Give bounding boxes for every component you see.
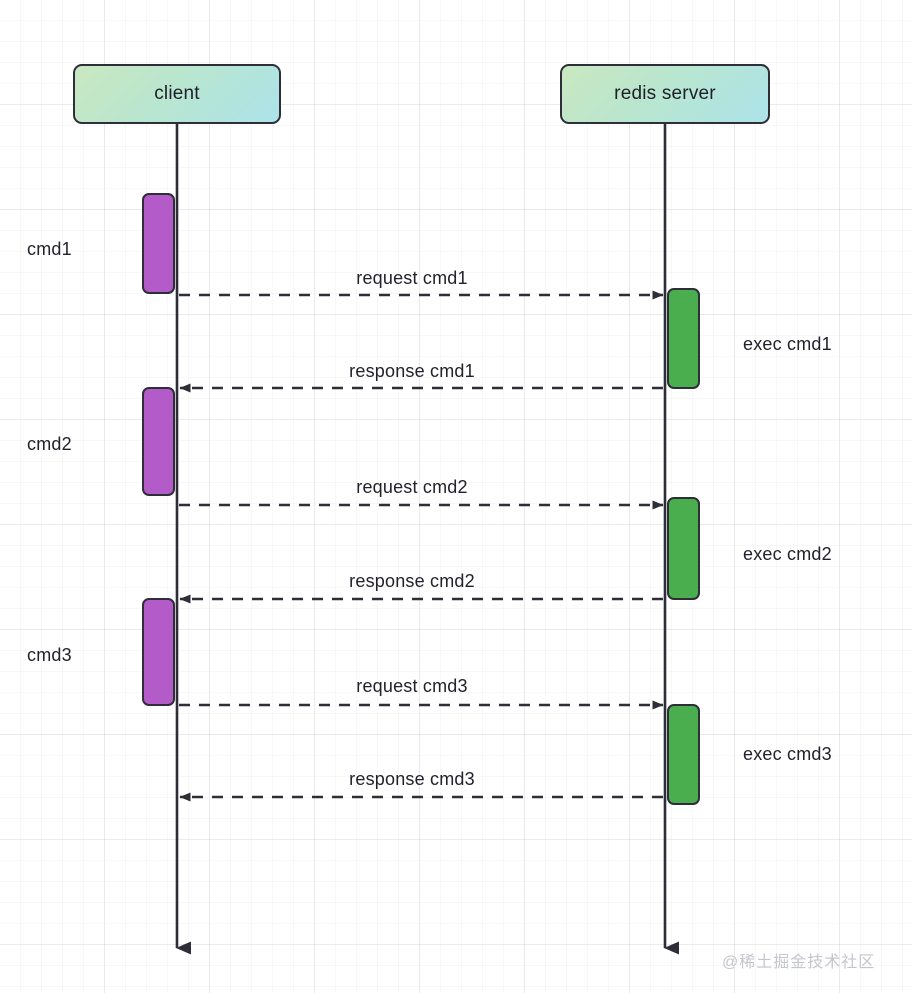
message-label-req1: request cmd1 (356, 268, 468, 288)
actor-label-server: redis server (614, 83, 716, 104)
side-label-cmd2: cmd2 (27, 434, 72, 454)
activation-bar-client-cmd1[interactable] (142, 193, 175, 294)
message-label-res3: response cmd3 (349, 769, 475, 789)
watermark: @稀土掘金技术社区 (722, 954, 876, 971)
activation-bar-client-cmd2[interactable] (142, 387, 175, 496)
activation-bar-client-cmd3[interactable] (142, 598, 175, 706)
message-label-req3: request cmd3 (356, 676, 468, 696)
side-label-exec-cmd3: exec cmd3 (743, 744, 832, 764)
side-label-cmd1: cmd1 (27, 239, 72, 259)
activation-bar-server-cmd2[interactable] (667, 497, 700, 600)
message-label-res2: response cmd2 (349, 571, 475, 591)
actor-box-client[interactable]: client (73, 64, 281, 124)
side-label-cmd3: cmd3 (27, 645, 72, 665)
actor-label-client: client (154, 83, 200, 104)
actor-box-server[interactable]: redis server (560, 64, 770, 124)
side-label-exec-cmd2: exec cmd2 (743, 544, 832, 564)
activation-bar-server-cmd1[interactable] (667, 288, 700, 389)
message-label-req2: request cmd2 (356, 477, 468, 497)
activation-bar-server-cmd3[interactable] (667, 704, 700, 805)
side-label-exec-cmd1: exec cmd1 (743, 334, 832, 354)
message-label-res1: response cmd1 (349, 361, 475, 381)
